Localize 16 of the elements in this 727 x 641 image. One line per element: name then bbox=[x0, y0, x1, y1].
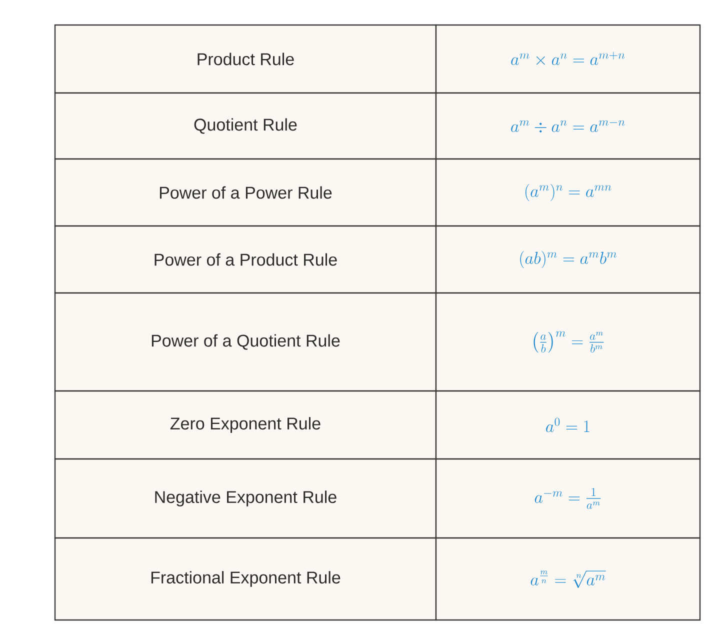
formula-cell: $a^{m} \times a^{n} = a^{m+n}$ bbox=[435, 24, 701, 94]
table-cell: Fractional Exponent Rule bbox=[54, 537, 437, 621]
table-cell: Negative Exponent Rule bbox=[54, 458, 437, 539]
formula-cell: $a^{\frac{m}{n}} = \sqrt[n]{a^{m}}$ bbox=[435, 537, 701, 621]
formula-cell: $(ab)^{m} = a^{m}b^{m}$ bbox=[435, 225, 701, 294]
table-cell: Power of a Quotient Rule bbox=[54, 292, 437, 392]
table-cell: Product Rule bbox=[54, 24, 437, 94]
table-cell: Power of a Power Rule bbox=[54, 158, 437, 227]
formula-cell: $\left(\frac{a}{b}\right)^{m} = \frac{a^{m}}{b^{m}}$ bbox=[435, 292, 701, 392]
table-cell: Zero Exponent Rule bbox=[54, 390, 437, 460]
formula-cell: $(a^{m})^{n} = a^{mn}$ bbox=[435, 158, 701, 227]
formula-cell: $a^{m} \div a^{n} = a^{m-n}$ bbox=[435, 92, 701, 160]
table-cell: Quotient Rule bbox=[54, 92, 437, 160]
table-cell: Power of a Product Rule bbox=[54, 225, 437, 294]
formula-cell: $a^{0} = 1$ bbox=[435, 390, 701, 460]
formula-cell: $a^{-m} = \frac{1}{a^{m}}$ bbox=[435, 458, 701, 539]
